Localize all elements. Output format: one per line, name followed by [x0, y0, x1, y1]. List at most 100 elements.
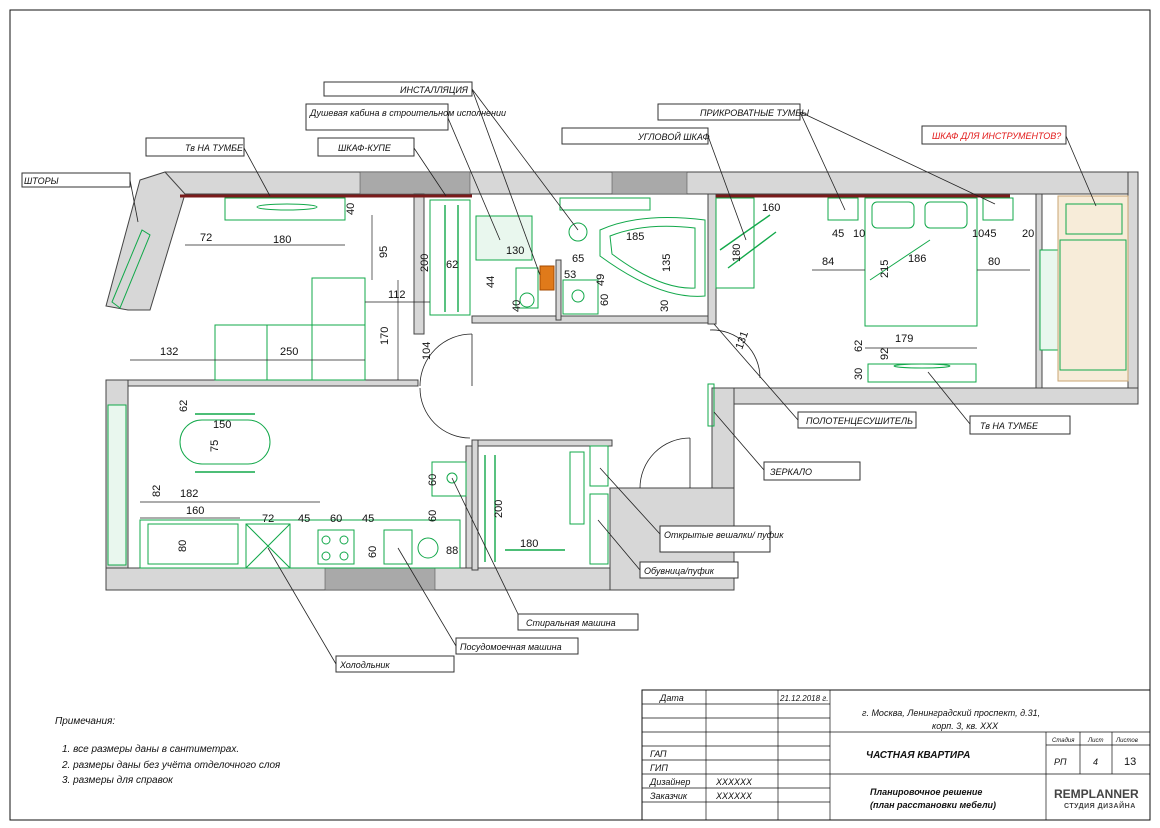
leader-corner-cabinet	[707, 135, 747, 241]
dimension-labels: 72 180 40 95 200 62 112 132 250 170 104 …	[151, 202, 1034, 558]
shower-cabin	[475, 215, 533, 261]
dim-62c: 62	[178, 400, 190, 412]
shoe-unit	[589, 493, 609, 565]
wall-living-hall	[413, 193, 425, 335]
wardrobe-room-shelf	[569, 451, 585, 525]
tb-sheet-label: Лист	[1087, 738, 1103, 744]
fridge-cross-2	[245, 523, 291, 569]
leader-installation-1	[471, 88, 541, 276]
bedside-left	[827, 197, 859, 221]
hob-ring-3	[321, 551, 331, 561]
leader-tv-left	[243, 147, 271, 197]
fridge	[245, 523, 291, 569]
label-tv-right: Тв НА ТУМБЕ	[980, 421, 1039, 431]
label-washer: Стиральная машина	[526, 618, 616, 628]
doors	[419, 329, 761, 489]
label-wardrobe: ШКАФ-КУПЕ	[338, 143, 392, 153]
label-box-mirror	[763, 461, 861, 481]
label-mirror: ЗЕРКАЛО	[770, 467, 812, 477]
dishwasher	[383, 529, 413, 565]
wc-main	[568, 222, 588, 242]
dim-65: 65	[572, 253, 584, 265]
dim-180: 180	[273, 234, 291, 246]
label-corner-cabinet: УГЛОВОЙ ШКАФ	[637, 131, 710, 142]
dim-40: 40	[345, 203, 357, 215]
label-towel: ПОЛОТЕНЦЕСУШИТЕЛЬ	[806, 416, 913, 426]
dim-200b: 200	[493, 500, 505, 518]
hob	[317, 529, 355, 565]
label-box-wardrobe	[317, 137, 415, 157]
dim-182: 182	[180, 488, 198, 500]
dim-130: 130	[506, 245, 524, 257]
towel-rail	[707, 383, 715, 427]
washer-drum	[446, 472, 458, 484]
tb-designer-value: XXXXXX	[715, 777, 753, 787]
bedside-right	[982, 197, 1014, 221]
leader-towel	[713, 323, 799, 421]
tv-stand-left	[224, 197, 346, 221]
label-box-shower	[305, 103, 449, 131]
dim-200: 200	[419, 254, 431, 272]
dim-186: 186	[908, 253, 926, 265]
dim-60d: 60	[427, 474, 439, 486]
leader-tv-right	[927, 371, 971, 425]
wall-bay	[105, 171, 186, 311]
tb-sheets-value: 13	[1124, 756, 1136, 768]
door-living	[419, 333, 473, 387]
window-balcony	[1039, 249, 1061, 351]
dim-179: 179	[895, 333, 913, 345]
leader-shoes	[597, 519, 641, 571]
dim-53: 53	[564, 269, 576, 281]
leader-bedside-2	[799, 111, 996, 205]
dim-72: 72	[200, 232, 212, 244]
wall-bottom-column	[324, 567, 436, 591]
tb-address-1: г. Москва, Ленинградский проспект, д.31,	[862, 708, 1040, 718]
tb-plan-1: Планировочное решение	[870, 787, 982, 797]
dim-250: 250	[280, 346, 298, 358]
dim-82: 82	[151, 485, 163, 497]
tv-right-icon	[893, 363, 951, 369]
leader-dishwasher	[397, 547, 457, 647]
dim-60: 60	[599, 294, 611, 306]
dim-49: 49	[595, 274, 607, 286]
bath-counter	[559, 197, 651, 211]
dim-170: 170	[379, 327, 391, 345]
brand-logo-name: REMPLANNER	[1054, 787, 1139, 801]
door-kitchen	[419, 387, 471, 439]
dim-95: 95	[378, 246, 390, 258]
sink-cabinet	[562, 279, 599, 315]
label-box-tv-right	[969, 415, 1071, 435]
dim-62: 62	[446, 259, 458, 271]
dim-180c: 180	[520, 538, 538, 550]
label-box-tool-cabinet	[921, 125, 1067, 145]
dim-45b: 45	[298, 513, 310, 525]
tb-sheet-value: 4	[1093, 757, 1098, 767]
wall-bottom-right	[711, 387, 1139, 405]
dim-45c: 45	[362, 513, 374, 525]
hangers-unit	[589, 445, 609, 487]
brand-logo-sub: СТУДИЯ ДИЗАЙНА	[1064, 801, 1136, 810]
dim-160: 160	[762, 202, 780, 214]
wall-hall-right	[711, 387, 735, 497]
dim-75: 75	[209, 440, 221, 452]
dim-62b: 62	[853, 340, 865, 352]
leader-wardrobe	[413, 147, 447, 197]
wall-wardrobe-left	[471, 439, 479, 571]
wall-wardrobe-room	[471, 439, 613, 447]
label-fridge: Холодльник	[339, 660, 390, 670]
dim-92: 92	[879, 348, 891, 360]
dim-185: 185	[626, 231, 644, 243]
dim-30b: 30	[853, 368, 865, 380]
dim-40b: 40	[511, 300, 523, 312]
dim-132: 132	[160, 346, 178, 358]
kitchen-counter	[139, 519, 461, 569]
door-bath	[709, 329, 761, 379]
tb-date-label: Дата	[659, 693, 684, 703]
sink-bowl	[571, 289, 585, 303]
dim-131: 131	[734, 330, 752, 351]
label-box-hangers	[659, 525, 771, 553]
title-block-frame	[641, 689, 1151, 821]
tb-date-value: 21.12.2018 г.	[779, 694, 828, 703]
wall-top-column-2	[611, 171, 688, 195]
